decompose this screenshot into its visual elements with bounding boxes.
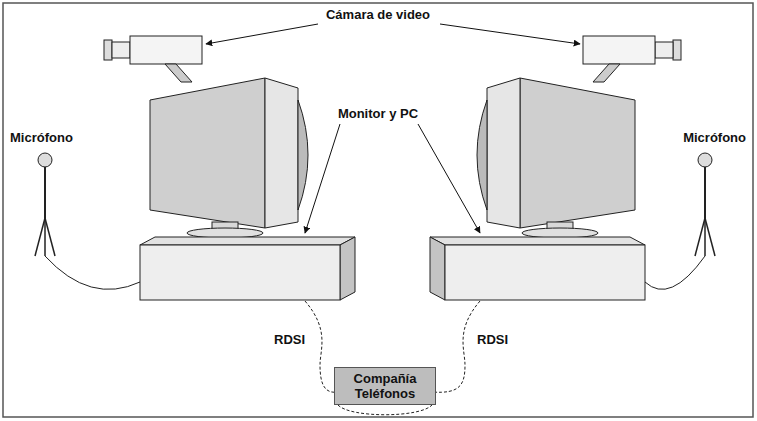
frame [3, 3, 753, 417]
box-text: Compañía Teléfonos [345, 371, 425, 401]
line-label: RDSI [272, 332, 307, 348]
rdsi-line [338, 405, 432, 415]
workstation-right [430, 36, 681, 300]
exchange-box: Compañía Teléfonos [334, 367, 436, 405]
leader-line [305, 124, 340, 233]
microphone-left [35, 153, 55, 256]
leader-line [440, 24, 580, 44]
leader-line [418, 124, 480, 233]
rdsi-line [432, 301, 480, 392]
mic-cable [645, 256, 705, 289]
callout-label: Micrófono [681, 130, 748, 146]
leader-line [206, 24, 318, 44]
callout-label: Micrófono [8, 130, 75, 146]
callout-label: Monitor y PC [336, 106, 420, 122]
workstation-left [104, 36, 355, 300]
line-label: RDSI [475, 332, 510, 348]
microphone-right [695, 153, 715, 256]
mic-cable [45, 256, 140, 289]
callout-label: Cámara de video [324, 7, 432, 23]
